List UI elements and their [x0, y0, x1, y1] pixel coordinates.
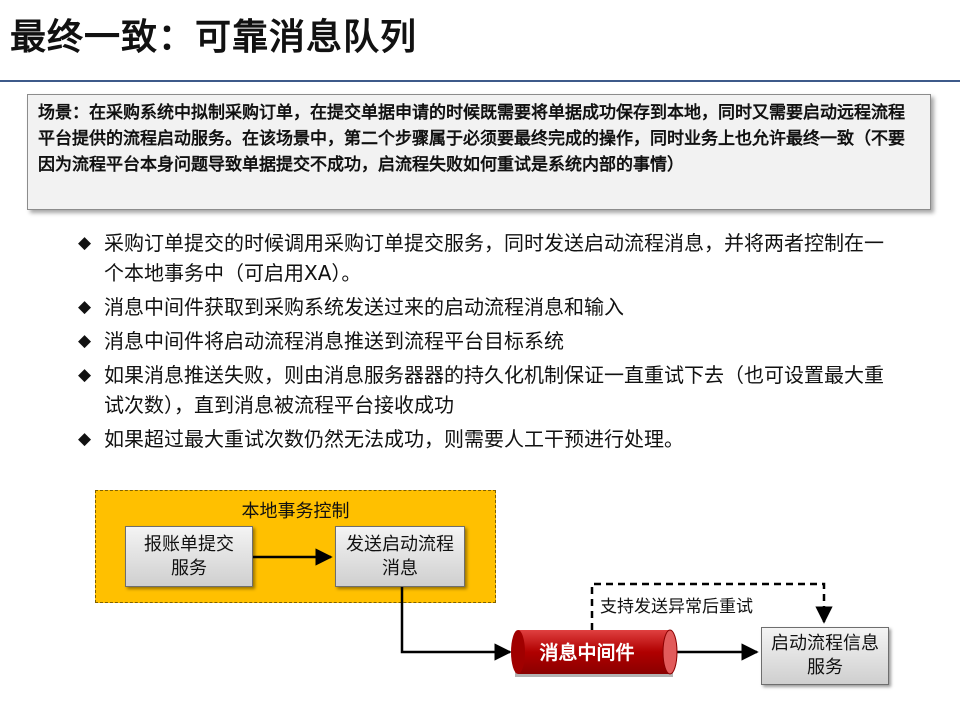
send-to-middleware-arrow	[400, 587, 512, 661]
submit-service-label: 报账单提交服务	[144, 533, 234, 579]
bullet-item: ◆ 消息中间件将启动流程消息推送到流程平台目标系统	[78, 326, 898, 356]
diamond-bullet-icon: ◆	[78, 233, 92, 253]
bullet-item: ◆ 采购订单提交的时候调用采购订单提交服务，同时发送启动流程消息，并将两者控制在一…	[78, 228, 898, 288]
local-transaction-label: 本地事务控制	[241, 501, 350, 522]
diamond-bullet-icon: ◆	[78, 331, 92, 351]
middleware-cylinder-body	[511, 629, 678, 675]
title-divider	[0, 80, 960, 82]
diamond-bullet-icon: ◆	[78, 297, 92, 317]
retry-dashed-arrow	[590, 582, 833, 630]
bullet-text: 消息中间件获取到采购系统发送过来的启动流程消息和输入	[104, 295, 624, 319]
scenario-box: 场景：在采购系统中拟制采购订单，在提交单据申请的时候既需要将单据成功保存到本地，…	[27, 94, 931, 210]
slide-title: 最终一致：可靠消息队列	[10, 17, 418, 58]
flow-service-box: 启动流程信息服务	[761, 627, 889, 685]
flow-service-label: 启动流程信息服务	[771, 633, 879, 678]
bullet-text: 消息中间件将启动流程消息推送到流程平台目标系统	[104, 329, 564, 353]
bullet-item: ◆ 消息中间件获取到采购系统发送过来的启动流程消息和输入	[78, 292, 898, 322]
diamond-bullet-icon: ◆	[78, 365, 92, 385]
bullet-item: ◆ 如果消息推送失败，则由消息服务器器的持久化机制保证一直重试下去（也可设置最大重…	[78, 360, 898, 420]
send-message-label: 发送启动流程消息	[346, 533, 454, 579]
submit-service-box: 报账单提交服务	[125, 526, 253, 587]
retry-label: 支持发送异常后重试	[600, 597, 753, 617]
middleware-label: 消息中间件	[539, 641, 635, 664]
send-message-box: 发送启动流程消息	[335, 526, 465, 587]
bullet-text: 如果超过最大重试次数仍然无法成功，则需要人工干预进行处理。	[104, 427, 684, 451]
bullet-text: 采购订单提交的时候调用采购订单提交服务，同时发送启动流程消息，并将两者控制在一个…	[104, 231, 884, 285]
bullet-item: ◆ 如果超过最大重试次数仍然无法成功，则需要人工干预进行处理。	[78, 424, 898, 454]
bullet-list: ◆ 采购订单提交的时候调用采购订单提交服务，同时发送启动流程消息，并将两者控制在一…	[78, 228, 898, 458]
bullet-text: 如果消息推送失败，则由消息服务器器的持久化机制保证一直重试下去（也可设置最大重试…	[104, 363, 884, 417]
diamond-bullet-icon: ◆	[78, 429, 92, 449]
